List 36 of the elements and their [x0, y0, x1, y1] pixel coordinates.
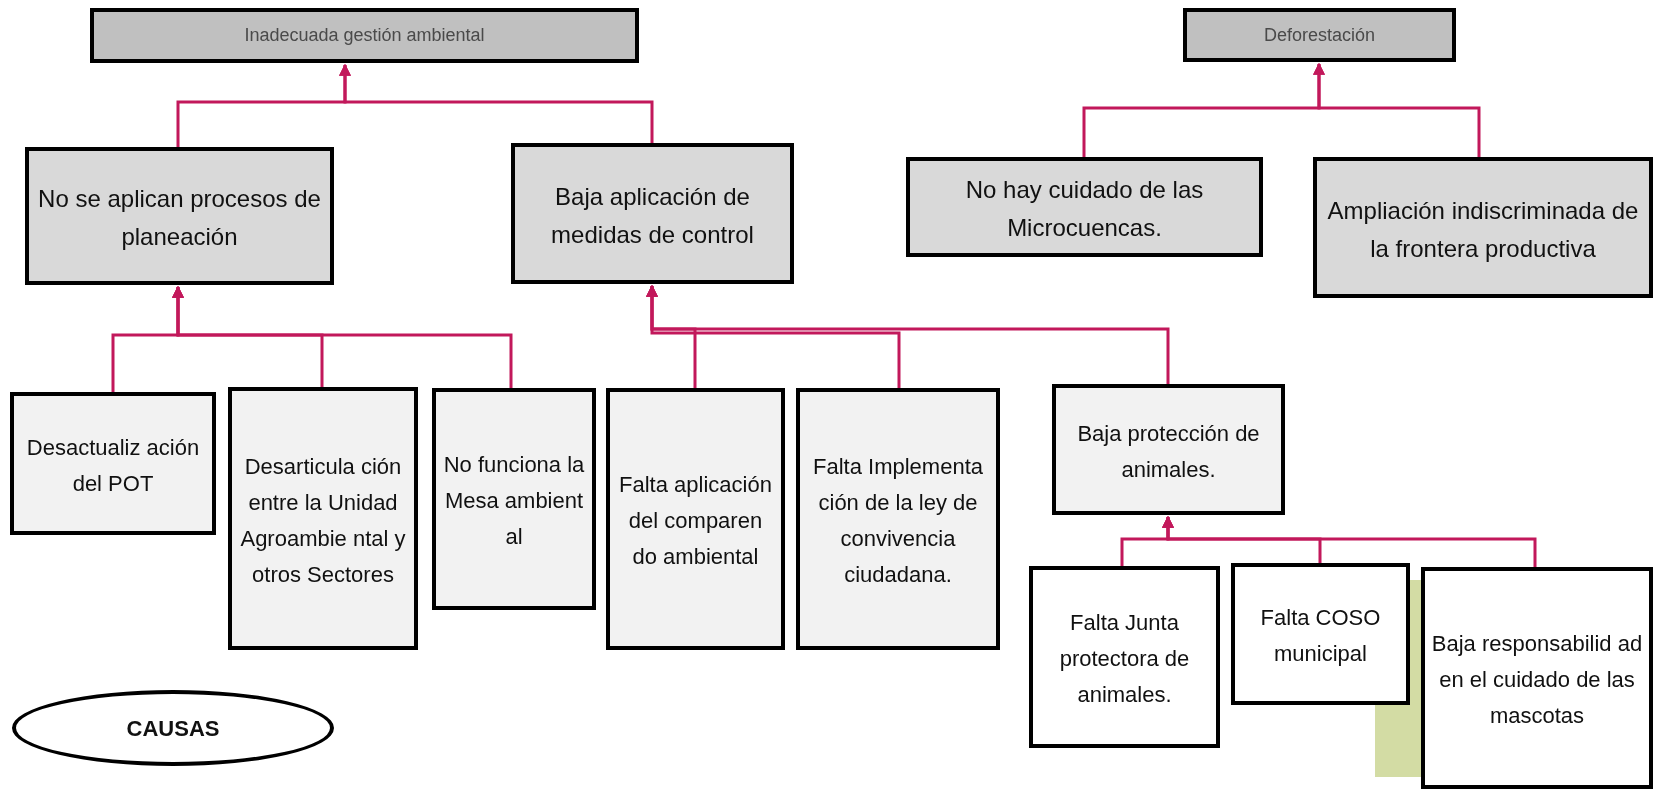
cause-box: [228, 387, 418, 650]
box-text: Falta Junta protectora de animales.: [1058, 609, 1191, 709]
connector-arrow: [339, 63, 654, 143]
cause-box: [1421, 567, 1653, 789]
cause-box: [432, 388, 596, 610]
cause-box: [1313, 157, 1653, 298]
box-text: Falta aplicación del comparen do ambiental: [618, 471, 773, 571]
cause-box: [796, 388, 1000, 650]
box-text: Desactualiz ación del POT: [25, 433, 201, 498]
cause-box: [1183, 8, 1456, 62]
box-text: Baja protección de animales.: [1076, 419, 1261, 484]
cause-box: [906, 157, 1263, 257]
cause-box: [1052, 384, 1285, 515]
cause-box: [1029, 566, 1220, 748]
cause-box: [1231, 563, 1410, 705]
box-text: No funciona la Mesa ambient al: [442, 451, 586, 551]
connector-arrow: [1313, 62, 1481, 157]
cause-box: [511, 143, 794, 284]
box-text: No hay cuidado de las Microcuencas.: [964, 175, 1205, 243]
connector-arrow: [646, 284, 1170, 384]
box-text: CAUSAS: [126, 714, 220, 743]
cause-box: [10, 392, 216, 535]
box-text: Inadecuada gestión ambiental: [244, 24, 485, 47]
box-text: Deforestación: [1263, 23, 1376, 47]
box-text: Ampliación indiscriminada de la frontera productiva: [1326, 195, 1640, 264]
box-text: No se aplican procesos de planeación: [37, 184, 322, 252]
cause-box: [25, 147, 334, 285]
box-text: Baja aplicación de medidas de control: [550, 181, 755, 250]
cause-box: [90, 8, 639, 63]
cause-box: [606, 388, 785, 650]
connector-arrow: [1162, 515, 1537, 567]
box-text: Desarticula ción entre la Unidad Agroambie ntal y otros Sectores: [239, 452, 407, 589]
box-text: Falta Implementa ción de la ley de convivencia ciudadana.: [812, 453, 984, 589]
box-text: Falta COSO municipal: [1259, 604, 1382, 668]
box-text: Baja responsabilid ad en el cuidado de las mascotas: [1430, 630, 1644, 730]
connector-arrow: [172, 285, 513, 388]
